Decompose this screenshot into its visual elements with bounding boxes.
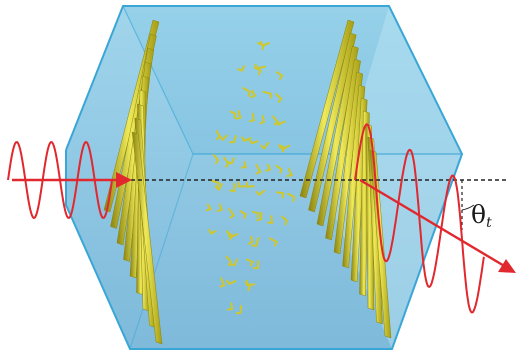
chiral-element xyxy=(281,215,288,226)
chiral-element xyxy=(275,93,283,103)
transmitted-arrow-icon xyxy=(498,259,516,273)
chiral-element xyxy=(228,208,236,219)
chiral-element xyxy=(245,258,255,267)
chiral-element xyxy=(229,258,238,267)
chiral-element xyxy=(237,65,246,73)
grating-rod xyxy=(333,71,364,255)
chiral-element xyxy=(278,144,291,151)
chiral-element xyxy=(265,163,272,172)
chiral-element xyxy=(210,179,221,188)
chiral-element xyxy=(286,168,293,178)
chiral-element xyxy=(245,181,255,188)
chiral-element xyxy=(214,183,224,192)
chiral-element xyxy=(229,182,236,193)
chiral-element xyxy=(222,156,230,168)
theta-subscript: t xyxy=(486,215,492,231)
grating-rod xyxy=(299,19,355,199)
chiral-element xyxy=(275,71,284,81)
chiral-element xyxy=(216,203,223,212)
chiral-element xyxy=(260,141,270,150)
chiral-element xyxy=(262,90,272,99)
chiral-element xyxy=(219,277,226,288)
grating-rod xyxy=(325,58,361,241)
chiral-element xyxy=(255,163,262,175)
right-grating xyxy=(299,19,392,339)
chiral-element xyxy=(227,302,234,311)
chiral-element xyxy=(255,189,266,197)
theta-symbol: θ xyxy=(471,200,487,229)
middle-chiral-layer xyxy=(205,41,296,315)
chiral-element xyxy=(235,305,243,315)
chiral-element xyxy=(239,210,247,220)
chiral-element xyxy=(229,135,237,144)
chiral-element xyxy=(256,212,263,222)
chiral-element xyxy=(259,41,270,47)
chiral-element xyxy=(241,136,252,143)
chiral-element xyxy=(205,203,213,212)
chiral-element xyxy=(208,228,217,235)
chiral-element xyxy=(254,63,267,70)
chiral-element xyxy=(250,89,257,99)
chiral-element xyxy=(235,109,242,120)
cube-edges xyxy=(65,5,464,350)
chiral-element xyxy=(245,279,256,286)
chiral-element xyxy=(268,237,279,247)
chiral-element xyxy=(252,210,260,219)
chiral-element xyxy=(219,134,228,142)
chiral-element xyxy=(287,192,296,202)
chiral-element xyxy=(240,161,247,169)
transmitted-wave xyxy=(354,123,516,314)
incident-wave xyxy=(7,140,132,220)
chiral-element xyxy=(275,191,285,199)
chiral-element xyxy=(225,255,233,267)
angle-label: θt xyxy=(471,202,492,230)
grating-rod xyxy=(308,32,357,213)
chiral-element xyxy=(267,215,274,224)
incident-arrow-icon xyxy=(116,172,132,188)
chiral-element xyxy=(275,119,286,126)
chiral-element xyxy=(248,139,259,145)
chiral-element xyxy=(247,235,254,245)
chiral-element xyxy=(259,115,266,125)
chiral-element xyxy=(227,157,235,165)
chiral-element xyxy=(225,279,237,286)
grating-rod xyxy=(131,131,163,345)
chiral-element xyxy=(275,164,283,174)
chiral-element xyxy=(229,110,237,119)
chiral-element xyxy=(252,260,260,270)
angle-arc xyxy=(461,204,475,211)
chiral-element xyxy=(237,181,247,188)
chiral-element xyxy=(212,154,220,165)
chiral-element xyxy=(249,112,256,123)
chiral-element xyxy=(251,237,260,247)
grating-rod xyxy=(316,45,359,227)
chiral-element xyxy=(227,232,239,239)
chiral-element xyxy=(242,86,252,97)
